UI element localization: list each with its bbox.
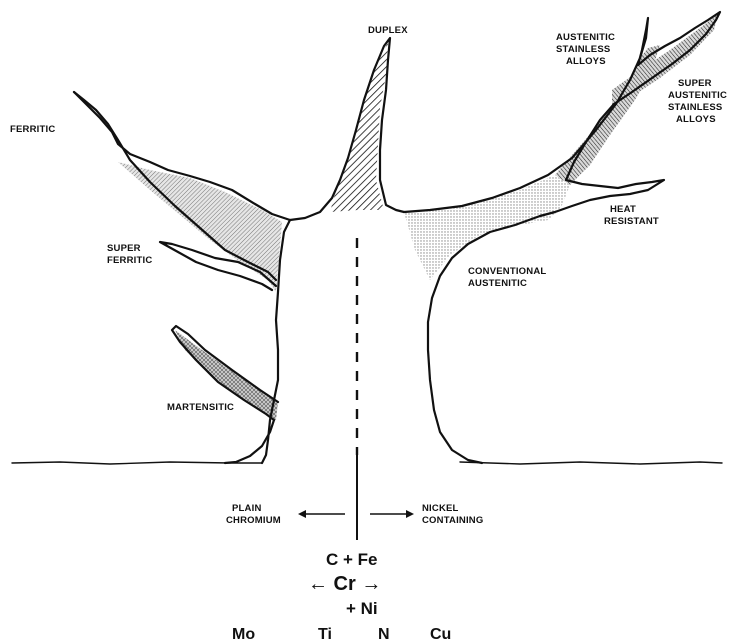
formula-line1: C + Fe [326,550,378,569]
label-austenitic-3: ALLOYS [566,56,606,67]
label-containing: CONTAINING [422,515,483,526]
duplex-shading [330,42,388,212]
trunk-left-base [225,420,274,463]
formula-element-n: N [378,626,390,643]
formula-element-cu: Cu [430,626,451,643]
label-super-austenitic-2: AUSTENITIC [668,90,727,101]
label-heat-resistant-1: HEAT [610,204,636,215]
label-conventional-1: CONVENTIONAL [468,266,546,277]
label-austenitic-1: AUSTENITIC [556,32,615,43]
label-duplex: DUPLEX [368,25,408,36]
nickel-containing-arrowhead [406,510,414,518]
label-super-ferritic-2: FERRITIC [107,255,152,266]
label-super-austenitic-4: ALLOYS [676,114,716,125]
conventional-austenitic-shading [404,175,570,280]
formula-element-ti: Ti [318,626,332,643]
label-super-austenitic-3: STAINLESS [668,102,722,113]
label-nickel: NICKEL [422,503,459,514]
plain-chromium-arrowhead [298,510,306,518]
label-heat-resistant-2: RESISTANT [604,216,659,227]
label-plain: PLAIN [232,503,262,514]
label-super-austenitic-1: SUPER [678,78,712,89]
ground-line [12,462,722,464]
label-ferritic: FERRITIC [10,124,55,135]
label-conventional-2: AUSTENITIC [468,278,527,289]
label-chromium: CHROMIUM [226,515,281,526]
label-super-ferritic: SUPER [107,243,141,254]
label-martensitic: MARTENSITIC [167,402,234,413]
formula-line2: ← Cr → [308,573,381,595]
formula-element-mo: Mo [232,626,255,643]
label-austenitic-2: STAINLESS [556,44,610,55]
formula-line3: + Ni [346,599,378,618]
